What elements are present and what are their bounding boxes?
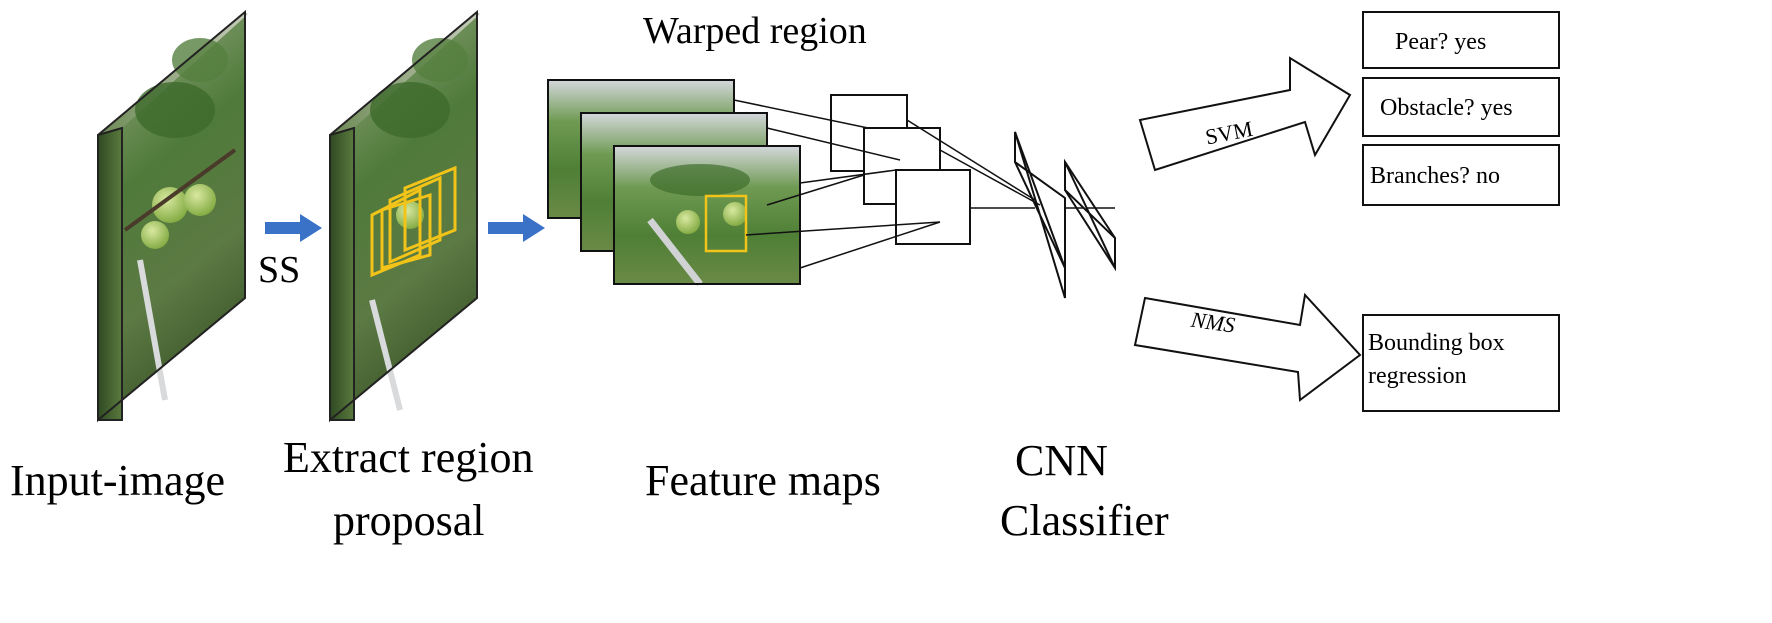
input-image-slab [97, 9, 248, 423]
ss-arrow [265, 214, 322, 242]
result-branches-text: Branches? no [1370, 163, 1500, 189]
warped-region-stack [547, 79, 801, 287]
cnn-label-line2: Classifier [1000, 496, 1169, 545]
feature-map-boxes [830, 94, 971, 245]
result-pear-text: Pear? yes [1395, 29, 1486, 55]
nms-label: NMS [1189, 307, 1237, 338]
projection-lines [733, 99, 1115, 269]
input-image-label: Input-image [10, 456, 225, 505]
bbox-line2: regression [1368, 363, 1467, 389]
result-obstacle-text: Obstacle? yes [1380, 95, 1513, 121]
result-obstacle: Obstacle? yes [1362, 77, 1560, 137]
warped-region-label: Warped region [643, 10, 867, 52]
ss-label: SS [258, 249, 300, 291]
result-branches: Branches? no [1362, 144, 1560, 206]
extract-region-slab [329, 9, 480, 423]
cnn-layers [1014, 131, 1116, 299]
result-bbox-regression: Bounding box regression [1362, 314, 1560, 412]
proposal-arrow [488, 214, 545, 242]
result-pear: Pear? yes [1362, 11, 1560, 69]
extract-label-line2: proposal [333, 496, 485, 545]
feature-maps-label: Feature maps [645, 456, 881, 505]
bbox-line1: Bounding box [1368, 330, 1505, 356]
svm-arrow [1138, 56, 1352, 172]
proposal-boxes [370, 165, 457, 278]
cnn-label-line1: CNN [1015, 436, 1108, 485]
nms-arrow [1133, 292, 1362, 402]
extract-label-line1: Extract region [283, 433, 533, 482]
